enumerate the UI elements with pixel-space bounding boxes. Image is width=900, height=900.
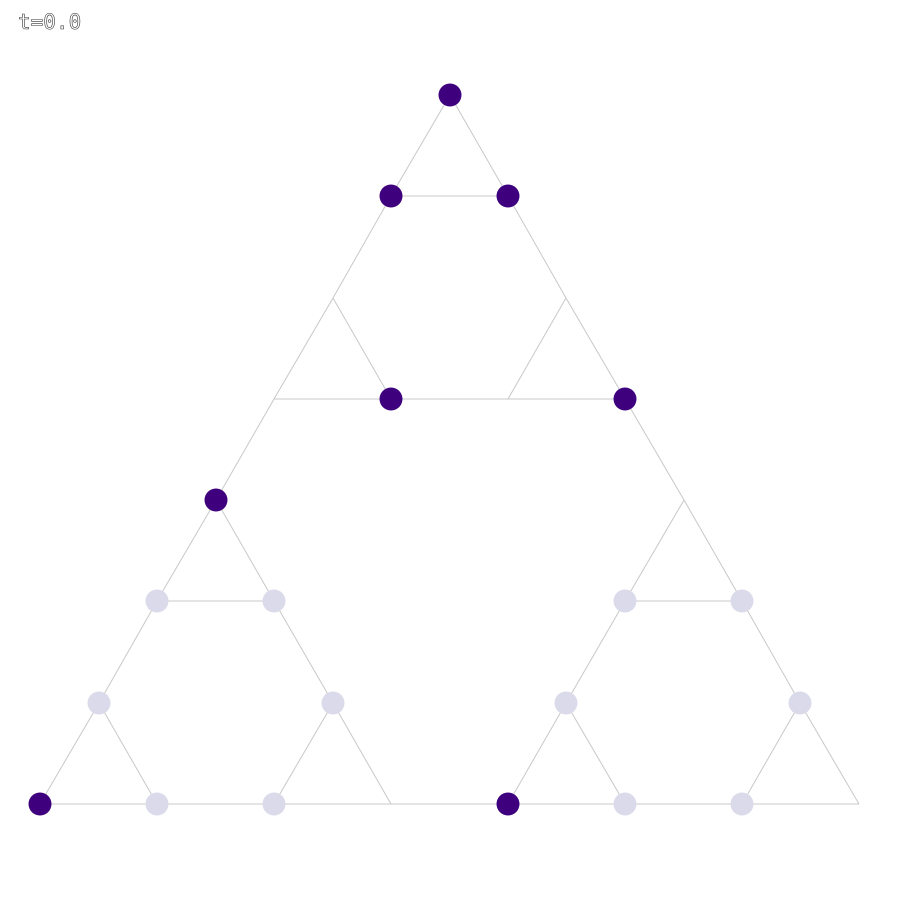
graph-node-ll-bottom-2 [262, 792, 286, 816]
graph-edge [507, 195, 567, 299]
graph-node-lr-top-left [613, 589, 637, 613]
graph-edge [215, 499, 275, 602]
graph-node-ll-top-left [145, 589, 169, 613]
graph-node-lr-mid-right [788, 691, 812, 715]
graph-edge [332, 297, 392, 400]
graph-node-apex [438, 83, 462, 107]
graph-edge [273, 600, 334, 704]
graph-node-bottom-left-corner [28, 792, 52, 816]
graph-edge [624, 499, 685, 602]
graph-node-top-right [496, 184, 520, 208]
graph-node-lr-bottom-2 [730, 792, 754, 816]
graph-edge [507, 702, 567, 805]
graph-node-bottom-center [496, 792, 520, 816]
graph-node-lr-mid-left [554, 691, 578, 715]
graph-node-ll-mid-right [321, 691, 345, 715]
graph-edge [332, 702, 392, 805]
graph-node-mid-center [379, 387, 403, 411]
graph-edge [507, 297, 567, 400]
graph-edge [273, 297, 334, 400]
nodes-layer [28, 83, 812, 816]
graph-node-ll-mid-left [87, 691, 111, 715]
graph-node-ll-top-right [262, 589, 286, 613]
graph-edge [390, 94, 451, 197]
graph-edge [624, 398, 685, 501]
graph-edge [799, 702, 860, 805]
graph-node-lr-bottom-1 [613, 792, 637, 816]
graph-node-mid-right [613, 387, 637, 411]
graph-edge [565, 297, 626, 400]
time-label: t=0.0 [18, 10, 82, 34]
edges-layer [39, 94, 860, 805]
graph-edge [98, 600, 158, 704]
graph-edge [98, 702, 158, 805]
graph-node-left-upper [204, 488, 228, 512]
graph-node-lr-top-right [730, 589, 754, 613]
graph-edge [449, 94, 509, 197]
graph-edge [565, 600, 626, 704]
graph-edge [39, 702, 100, 805]
graph-edge [741, 600, 801, 704]
graph-edge [215, 398, 275, 501]
graph-edge [683, 499, 743, 602]
graph-node-top-left [379, 184, 403, 208]
graph-node-ll-bottom-1 [145, 792, 169, 816]
graph-edge [332, 195, 392, 299]
graph-edge [741, 702, 801, 805]
graph-edge [273, 702, 334, 805]
graph-edge [565, 702, 626, 805]
graph-edge [156, 499, 217, 602]
